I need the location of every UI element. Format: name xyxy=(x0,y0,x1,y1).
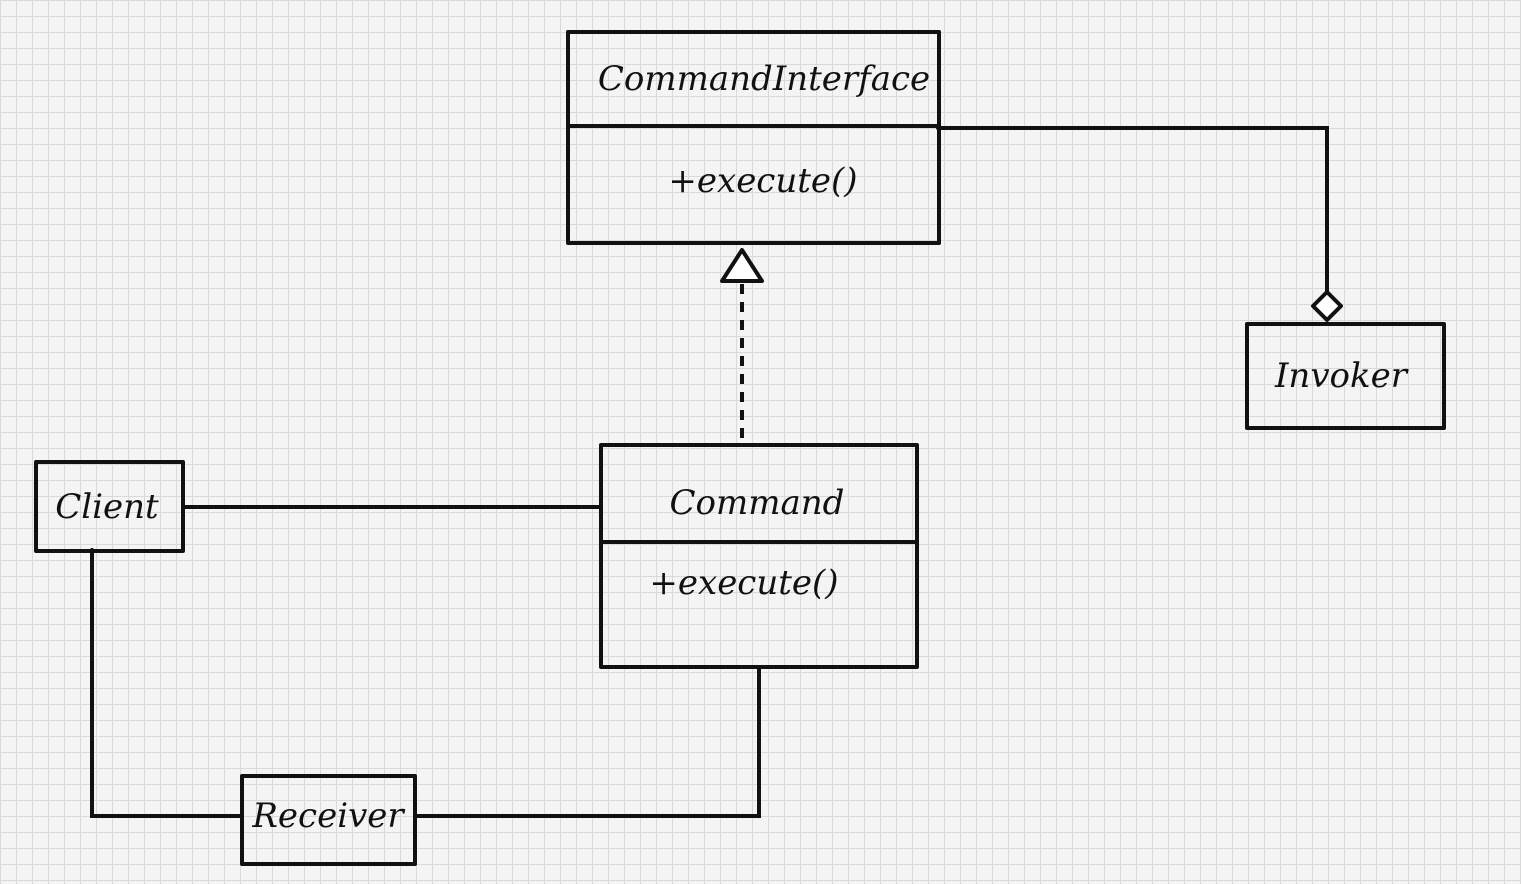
class-invoker[interactable]: Invoker xyxy=(1245,322,1446,430)
class-client-name: Client xyxy=(55,487,159,527)
class-receiver[interactable]: Receiver xyxy=(240,774,417,866)
connector-interface-invoker xyxy=(936,126,1343,322)
class-command-name: Command xyxy=(670,483,845,523)
class-invoker-name: Invoker xyxy=(1274,356,1409,396)
connector-client-receiver xyxy=(90,548,244,818)
realization-arrowhead xyxy=(720,248,764,283)
class-command[interactable]: Command +execute() xyxy=(599,443,919,669)
class-command-method: +execute() xyxy=(649,563,838,603)
connector-command-receiver xyxy=(413,665,761,818)
connector-command-interface-realization xyxy=(720,248,764,438)
class-command-interface-name: CommandInterface xyxy=(598,59,930,99)
class-receiver-name: Receiver xyxy=(251,796,405,836)
class-client[interactable]: Client xyxy=(34,460,185,553)
aggregation-diamond xyxy=(1311,290,1343,322)
class-command-interface[interactable]: CommandInterface +execute() xyxy=(566,30,941,245)
class-command-interface-method: +execute() xyxy=(668,161,857,201)
